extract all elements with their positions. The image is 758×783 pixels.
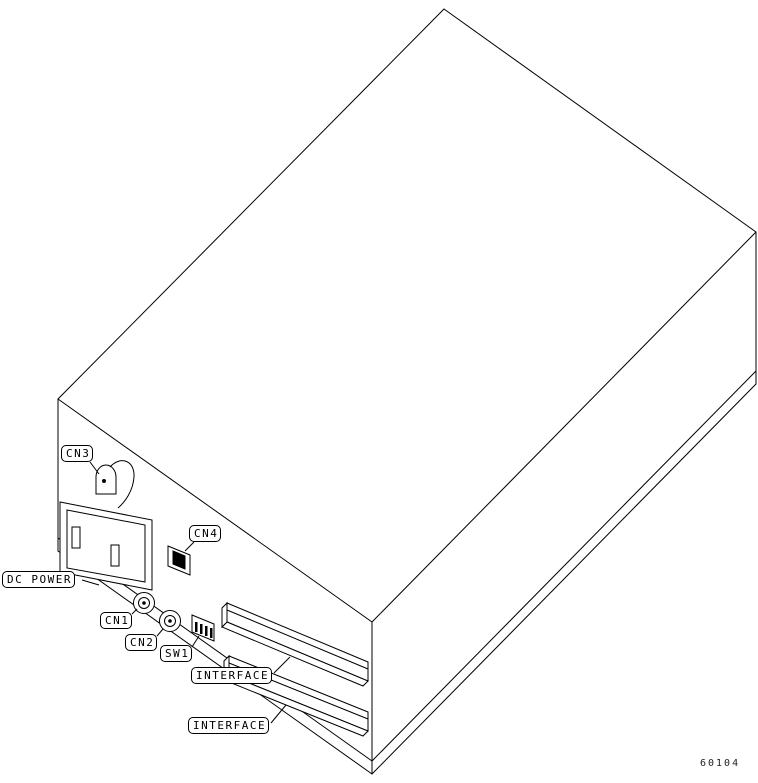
dc-power-inlet <box>59 501 153 591</box>
cn1-connector <box>133 592 155 614</box>
cn3-leader <box>89 461 100 475</box>
cn2-leader <box>156 628 164 637</box>
cn3-clamp <box>95 460 135 509</box>
interface-lower-leader <box>270 704 287 724</box>
cn2-connector <box>159 610 181 632</box>
dc-power-leader <box>81 579 100 586</box>
figure-number: 60104 <box>700 758 741 769</box>
cn4-connector <box>167 545 191 576</box>
base-seam-line <box>57 370 757 762</box>
cn1-leader <box>131 608 138 615</box>
callout-cn4: CN4 <box>189 525 222 543</box>
callout-sw1: SW1 <box>160 645 193 663</box>
cn3-wire <box>109 460 135 509</box>
enclosure-wireframe <box>57 8 757 775</box>
callout-cn3: CN3 <box>61 445 94 463</box>
cn3-pin-dot <box>102 479 106 483</box>
callout-interface-upper: INTERFACE <box>191 667 273 685</box>
interface-connector-upper <box>221 601 369 687</box>
callout-dc-power: DC POWER <box>2 571 75 589</box>
sw1-leader <box>191 635 200 648</box>
interface-upper-leader <box>273 656 291 674</box>
callout-interface-lower: INTERFACE <box>188 717 270 735</box>
callout-cn2: CN2 <box>125 634 158 652</box>
leader-lines <box>81 461 291 724</box>
callout-cn1: CN1 <box>100 612 133 630</box>
cn4-leader <box>184 541 195 552</box>
sw1-switch <box>191 614 215 642</box>
